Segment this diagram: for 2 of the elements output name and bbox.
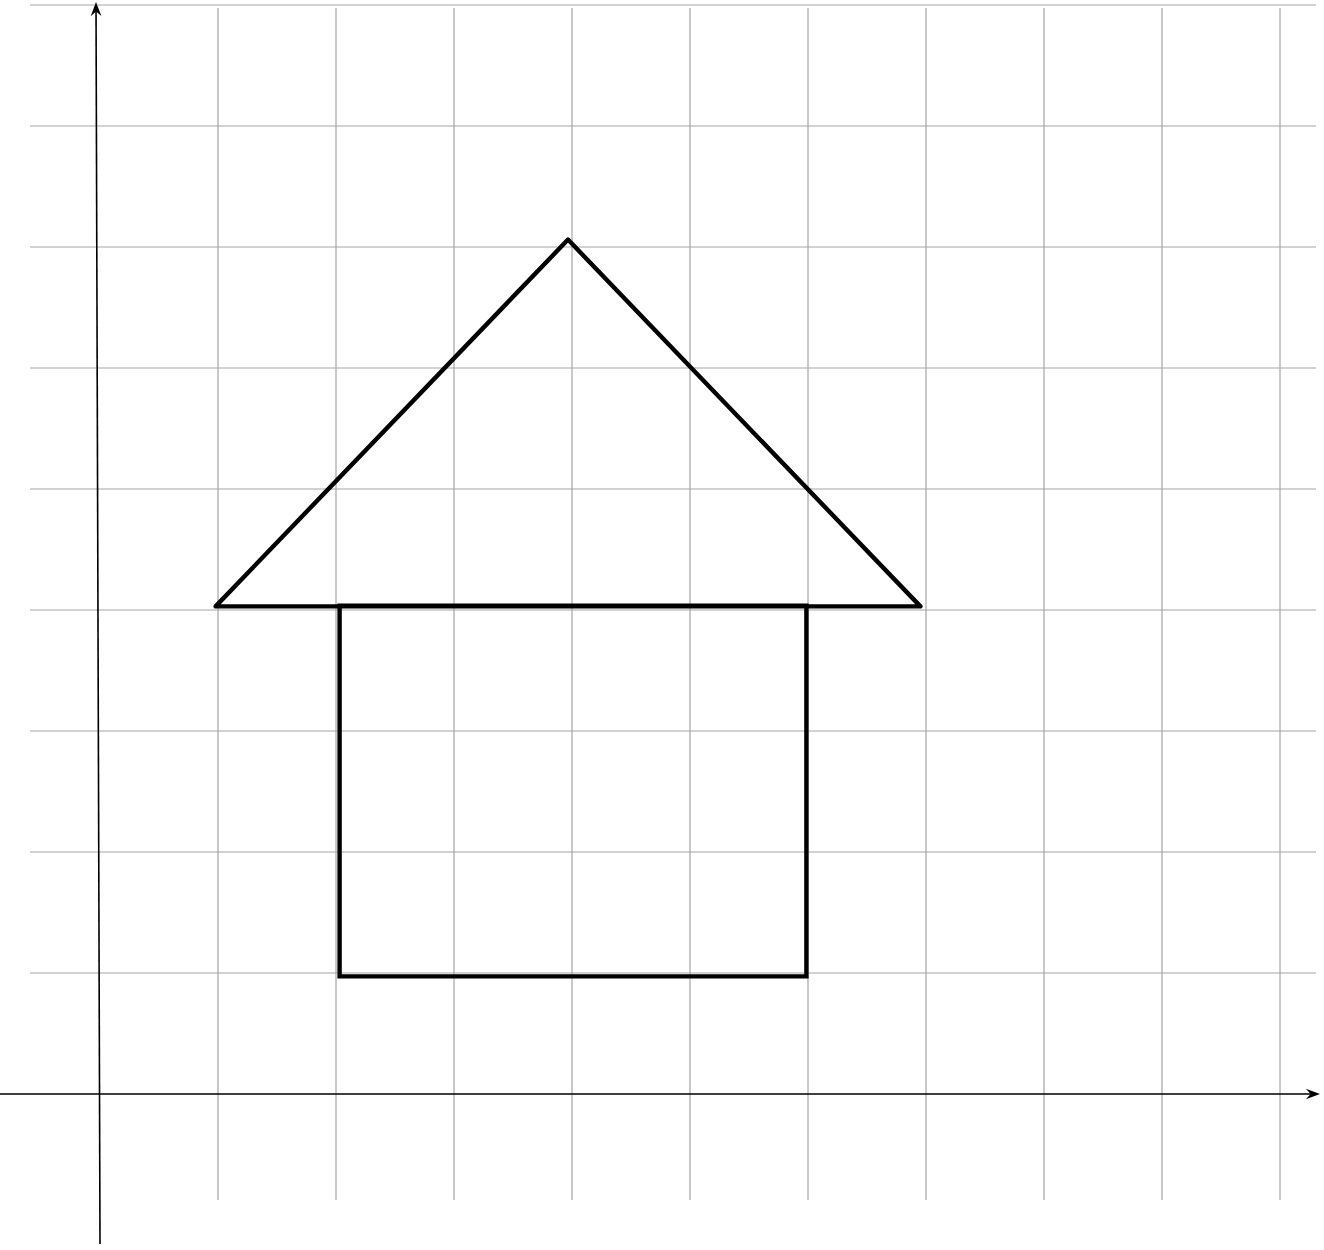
roof-triangle <box>213 237 923 609</box>
wall-rectangle <box>337 603 809 979</box>
